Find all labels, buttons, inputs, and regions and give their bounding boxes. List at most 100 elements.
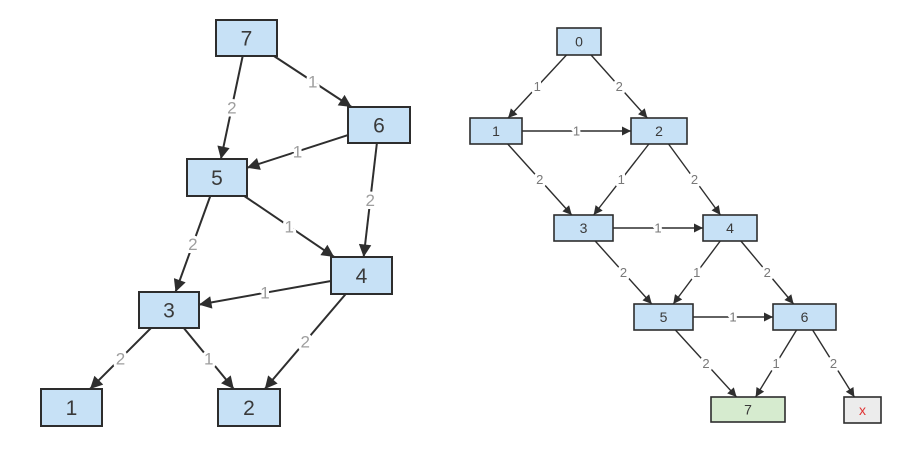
edge-weight-label: 1: [204, 349, 213, 368]
node-left-3: 3: [138, 291, 200, 329]
node-label: 3: [163, 300, 175, 323]
node-label: 0: [575, 34, 583, 50]
edge-line: [812, 329, 855, 398]
edge-weight-label: 2: [301, 332, 310, 351]
node-label: x: [859, 402, 866, 418]
edge-line: [173, 195, 212, 293]
edge-right-6-7: 1: [755, 329, 798, 398]
edge-weight-label: 2: [366, 191, 375, 210]
edge-weight-label: 2: [764, 265, 771, 280]
node-box: [469, 117, 523, 145]
edge-right-1-3: 2: [507, 143, 573, 216]
edge-weight-label: 2: [691, 172, 698, 187]
node-left-5: 5: [186, 158, 248, 197]
node-left-1: 1: [40, 388, 103, 427]
edge-line: [593, 143, 650, 216]
edge-weight-label: 2: [702, 356, 709, 371]
node-left-6: 6: [347, 106, 411, 144]
edge-weight-label: 2: [616, 79, 623, 94]
edge-weight-label: 1: [534, 79, 541, 94]
node-right-2: 2: [630, 117, 688, 145]
edge-line: [89, 327, 152, 390]
node-box: [710, 396, 786, 423]
edge-right-2-4: 2: [667, 143, 722, 216]
node-label: 4: [726, 220, 734, 236]
edge-line: [243, 195, 335, 258]
edge-right-4-5: 1: [672, 240, 721, 305]
node-label: 1: [492, 123, 500, 139]
edge-left-5-4: 1: [243, 195, 335, 258]
edge-weight-label: 1: [308, 72, 317, 91]
edge-line: [264, 293, 347, 390]
node-left-2: 2: [217, 388, 281, 427]
edge-weight-label: 2: [536, 172, 543, 187]
edge-line: [667, 143, 722, 216]
weighted-dag-left: 1 2 1 2 1 2 1 2 1 2 7 6 5 4 3 1 2: [40, 19, 411, 427]
node-label: 5: [211, 167, 223, 190]
node-box: [633, 303, 694, 331]
edge-left-6-4: 2: [358, 142, 378, 258]
node-box: [40, 388, 103, 427]
edge-line: [674, 329, 738, 398]
edge-weight-label: 1: [573, 124, 580, 139]
edge-right-0-1: 1: [507, 54, 567, 119]
edge-line: [507, 143, 573, 216]
edge-line: [182, 327, 235, 390]
edge-weight-label: 1: [772, 356, 779, 371]
node-box: [772, 303, 837, 331]
node-label: 4: [356, 265, 368, 288]
node-right-1: 1: [469, 117, 523, 145]
edge-weight-label: 1: [260, 284, 269, 303]
node-right-5: 5: [633, 303, 694, 331]
edge-weight-label: 1: [293, 142, 302, 161]
edge-right-2-3: 1: [593, 143, 650, 216]
node-box: [347, 106, 411, 144]
node-box: [215, 19, 278, 57]
edge-weight-label: 1: [729, 310, 736, 325]
edge-left-4-3: 1: [198, 279, 332, 309]
edge-left-3-1: 2: [89, 327, 152, 390]
node-label: 7: [744, 402, 752, 418]
node-box: [702, 214, 758, 242]
edge-line: [198, 279, 332, 309]
node-label: 6: [373, 115, 385, 138]
edge-line: [273, 55, 353, 108]
edge-weight-label: 1: [618, 172, 625, 187]
edge-weight-label: 1: [285, 217, 294, 236]
edge-weight-label: 1: [693, 265, 700, 280]
edge-weight-label: 2: [227, 98, 236, 117]
node-right-x: x: [843, 396, 882, 424]
node-box: [217, 388, 281, 427]
edge-right-3-5: 2: [594, 240, 653, 305]
edge-weight-label: 1: [654, 221, 661, 236]
node-right-3: 3: [553, 214, 614, 242]
node-label: 2: [243, 397, 255, 420]
node-label: 7: [241, 28, 253, 51]
edge-left-5-3: 2: [173, 195, 212, 293]
edge-right-0-2: 2: [590, 54, 648, 119]
edge-line: [672, 240, 721, 305]
edge-weight-label: 2: [830, 356, 837, 371]
node-label: 6: [801, 309, 809, 325]
edge-line: [590, 54, 648, 119]
edge-weight-label: 2: [188, 235, 197, 254]
node-right-7: 7: [710, 396, 786, 423]
node-box: [556, 27, 602, 56]
node-box: [330, 256, 393, 295]
node-label: 3: [580, 220, 588, 236]
edge-line: [246, 134, 349, 170]
edge-line: [755, 329, 798, 398]
node-right-0: 0: [556, 27, 602, 56]
node-box: [553, 214, 614, 242]
edge-right-5-7: 2: [674, 329, 738, 398]
node-box: [186, 158, 248, 197]
node-box: [843, 396, 882, 424]
edge-weight-label: 2: [116, 349, 125, 368]
node-box: [138, 291, 200, 329]
node-left-7: 7: [215, 19, 278, 57]
node-label: 1: [66, 397, 78, 420]
node-box: [630, 117, 688, 145]
edge-right-4-6: 2: [740, 240, 795, 305]
edge-line: [740, 240, 795, 305]
